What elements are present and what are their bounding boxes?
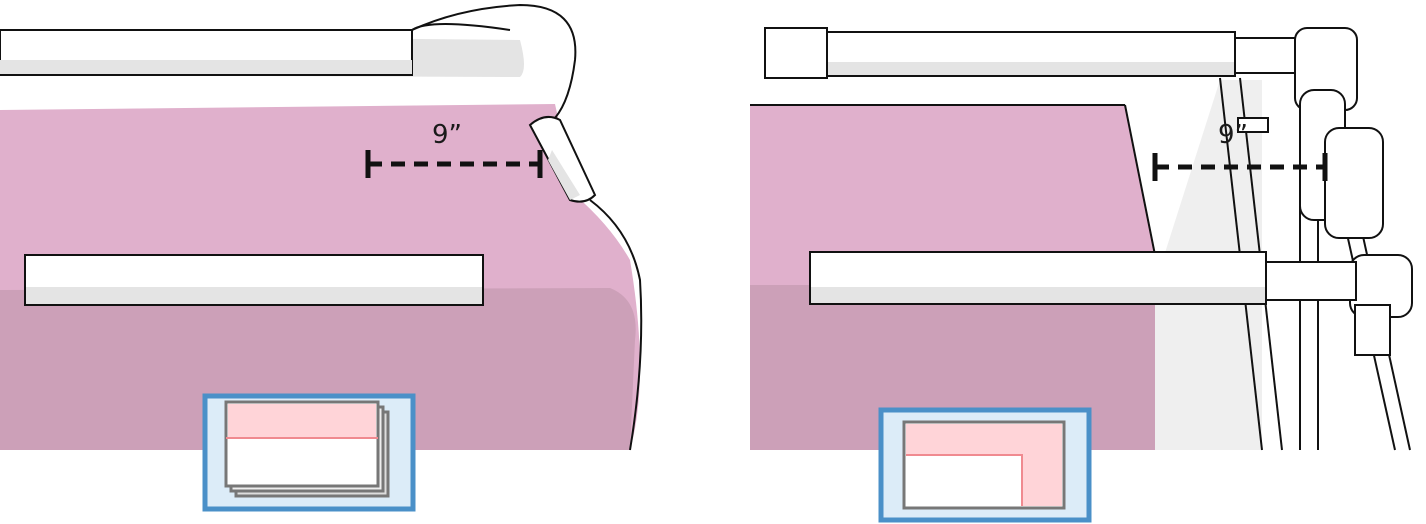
layered-sheets-icon — [205, 396, 413, 509]
left-panel: 9” — [0, 5, 641, 509]
left-front-rail — [25, 255, 483, 305]
left-top-rail — [0, 24, 524, 77]
right-frame-joints — [1295, 28, 1412, 355]
right-front-rail — [810, 252, 1356, 304]
left-dimension-label: 9” — [432, 120, 462, 150]
corner-layout-icon — [881, 410, 1089, 520]
right-top-rail — [765, 28, 1295, 78]
right-panel: 9” — [750, 28, 1412, 520]
right-dimension-label: 9” — [1218, 120, 1248, 150]
